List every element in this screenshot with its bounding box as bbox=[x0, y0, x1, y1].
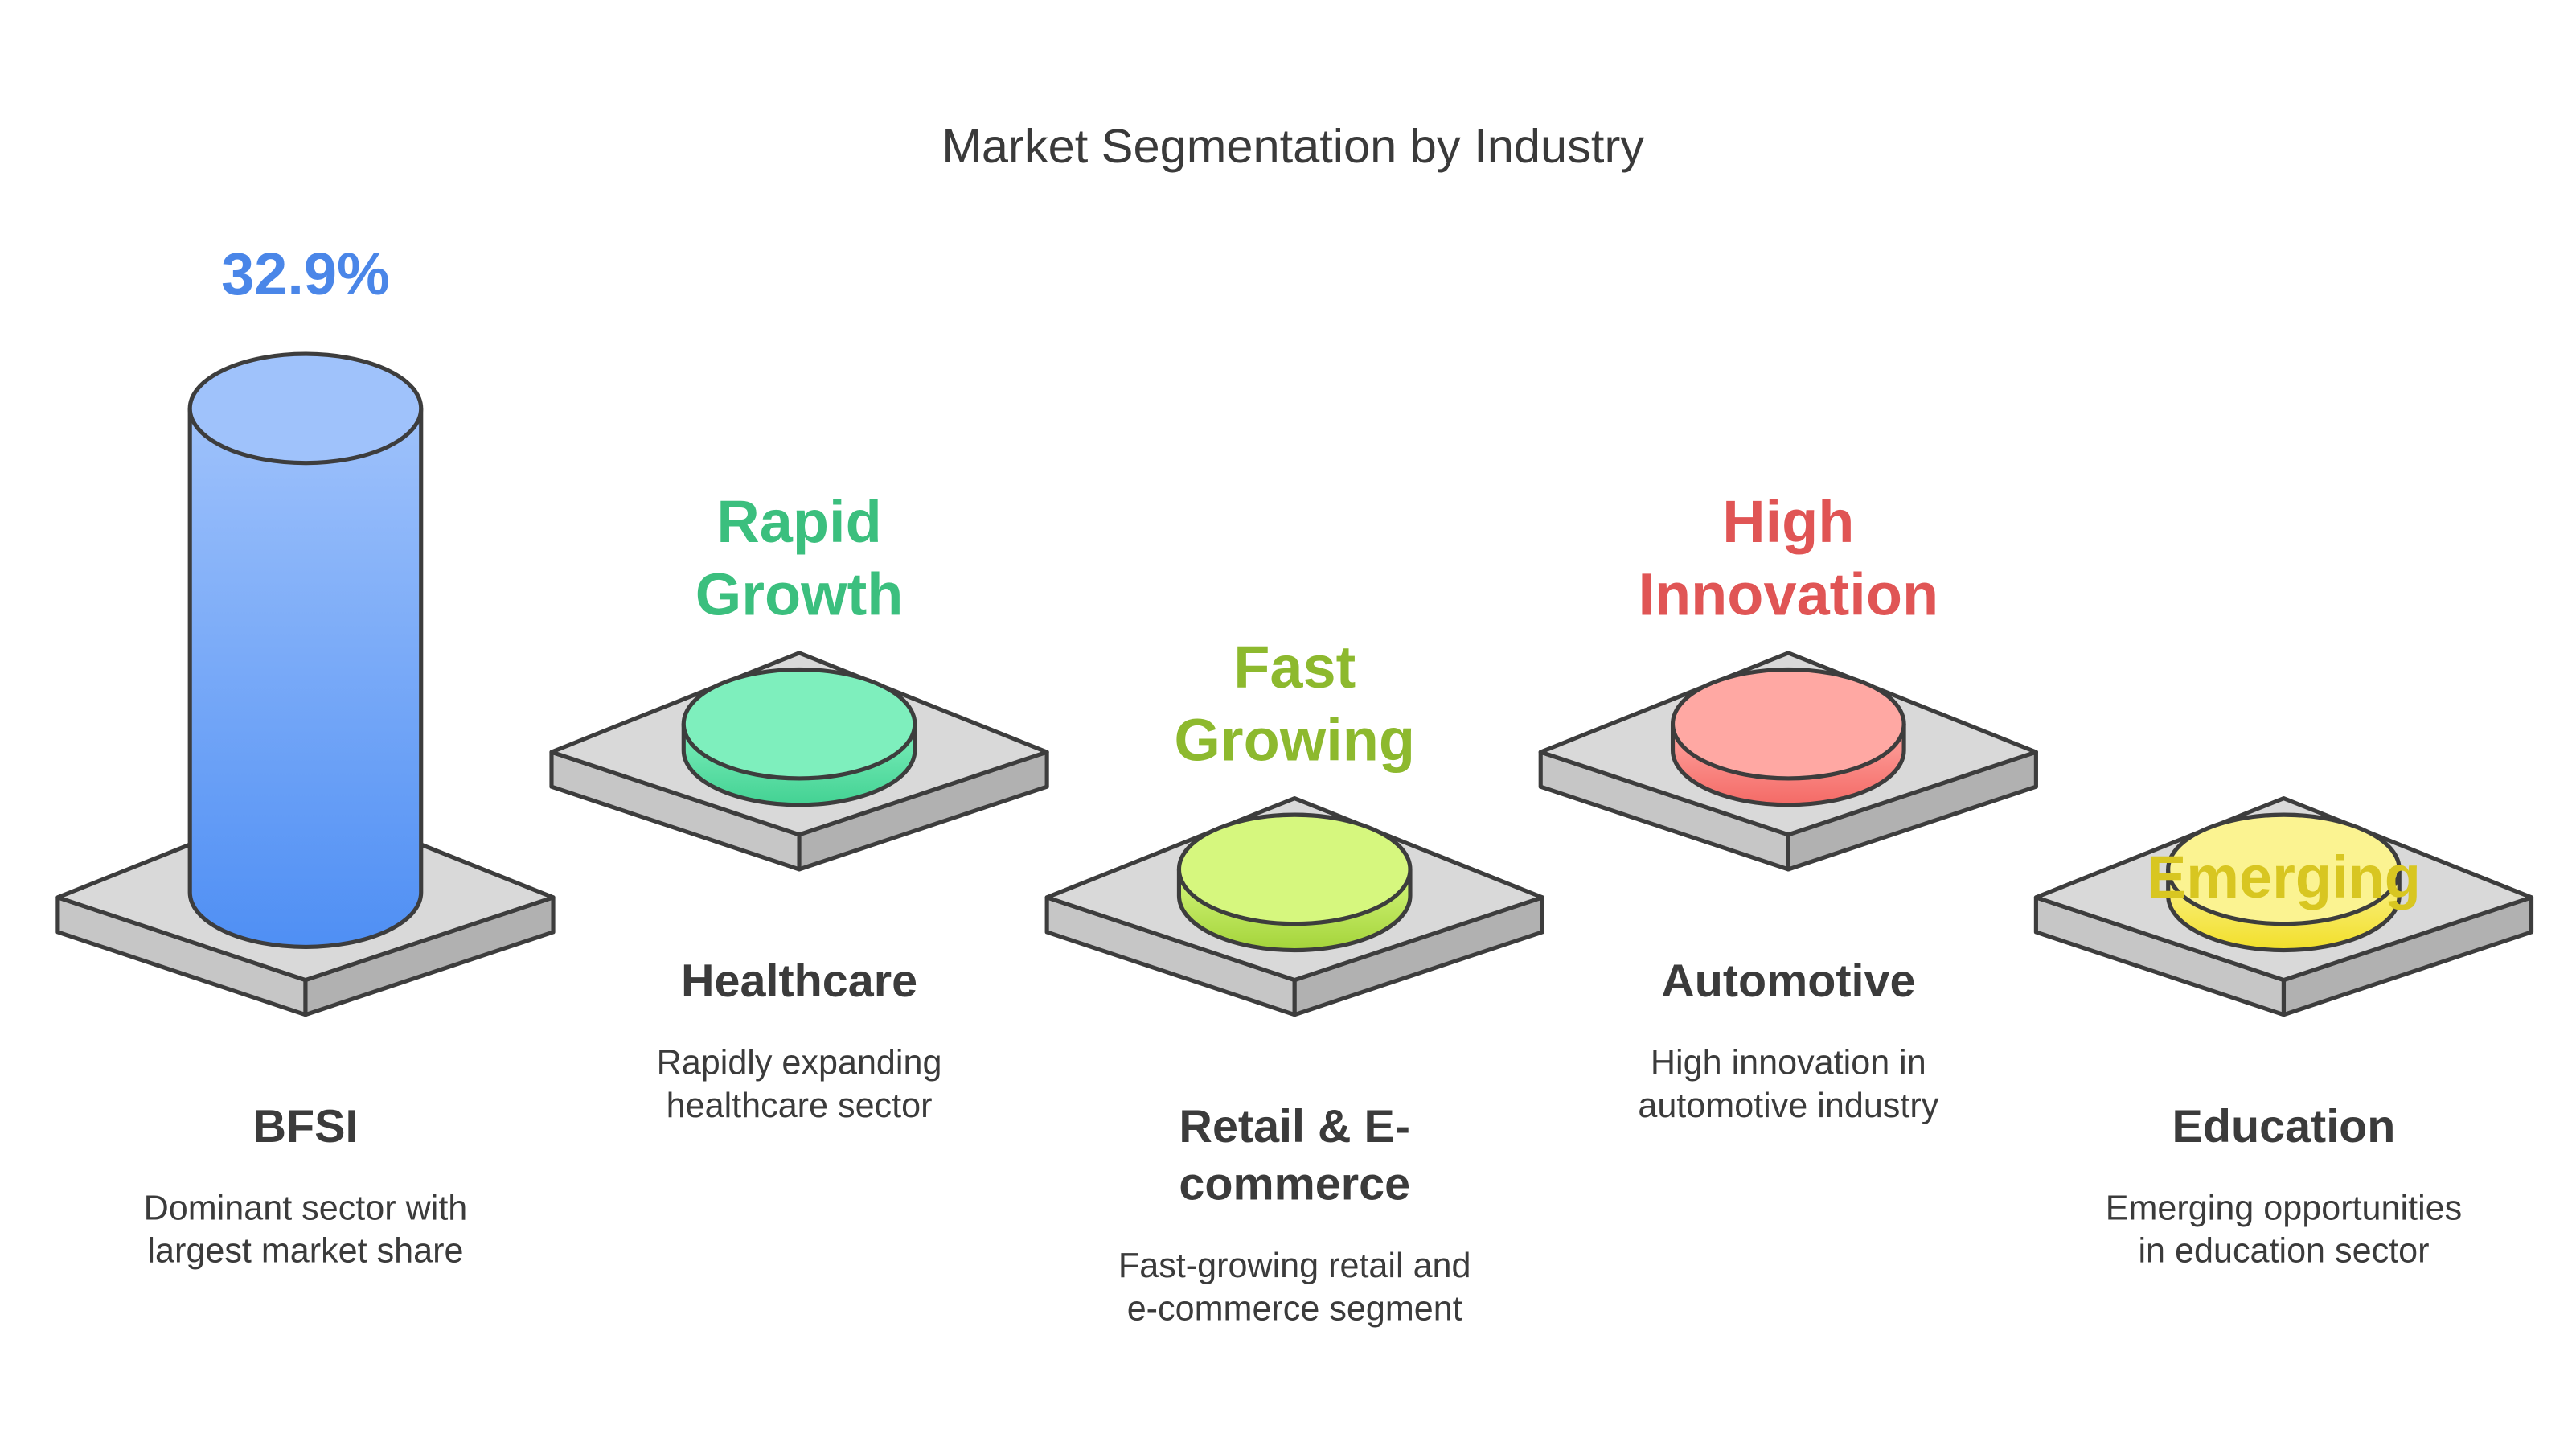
cylinder-marker bbox=[187, 351, 424, 949]
sector-name: Automotive bbox=[1661, 955, 1915, 1007]
sector-description: automotive industry bbox=[1638, 1087, 1938, 1125]
segment-headline: Rapid bbox=[716, 488, 881, 555]
cylinder-marker bbox=[681, 667, 917, 807]
sector-name: Retail & E- bbox=[1179, 1101, 1410, 1152]
cylinder-marker bbox=[1176, 812, 1413, 953]
segment-1: 32.9% BFSI Dominant sector with largest mar… bbox=[55, 240, 556, 1271]
segment-headline: Growth bbox=[695, 561, 904, 628]
sector-description: in education sector bbox=[2138, 1232, 2429, 1271]
sector-name: commerce bbox=[1179, 1159, 1410, 1210]
sector-name: BFSI bbox=[252, 1101, 358, 1152]
segment-headline: 32.9% bbox=[221, 240, 390, 307]
segment-headline: Growing bbox=[1174, 706, 1415, 773]
sector-description: e-commerce segment bbox=[1127, 1290, 1462, 1329]
sector-description: High innovation in bbox=[1651, 1044, 1926, 1083]
sector-name: Healthcare bbox=[681, 955, 917, 1007]
segment-headline: Fast bbox=[1233, 634, 1356, 701]
sector-name: Education bbox=[2172, 1101, 2396, 1152]
segment-headline: Innovation bbox=[1638, 561, 1938, 628]
sector-description: largest market share bbox=[147, 1232, 463, 1271]
sector-description: healthcare sector bbox=[667, 1087, 933, 1125]
segments-layer: 32.9% BFSI Dominant sector with largest mar… bbox=[55, 240, 2534, 1329]
segment-headline: High bbox=[1722, 488, 1854, 555]
sector-description: Emerging opportunities bbox=[2106, 1189, 2462, 1227]
cylinder-marker bbox=[1670, 667, 1906, 807]
segment-headline: Emerging bbox=[2147, 844, 2421, 910]
sector-description: Fast-growing retail and bbox=[1118, 1247, 1471, 1285]
sector-description: Dominant sector with bbox=[144, 1189, 468, 1227]
diagram-title: Market Segmentation by Industry bbox=[941, 119, 1644, 173]
sector-description: Rapidly expanding bbox=[657, 1044, 942, 1083]
cylinder-marker bbox=[2166, 812, 2402, 953]
